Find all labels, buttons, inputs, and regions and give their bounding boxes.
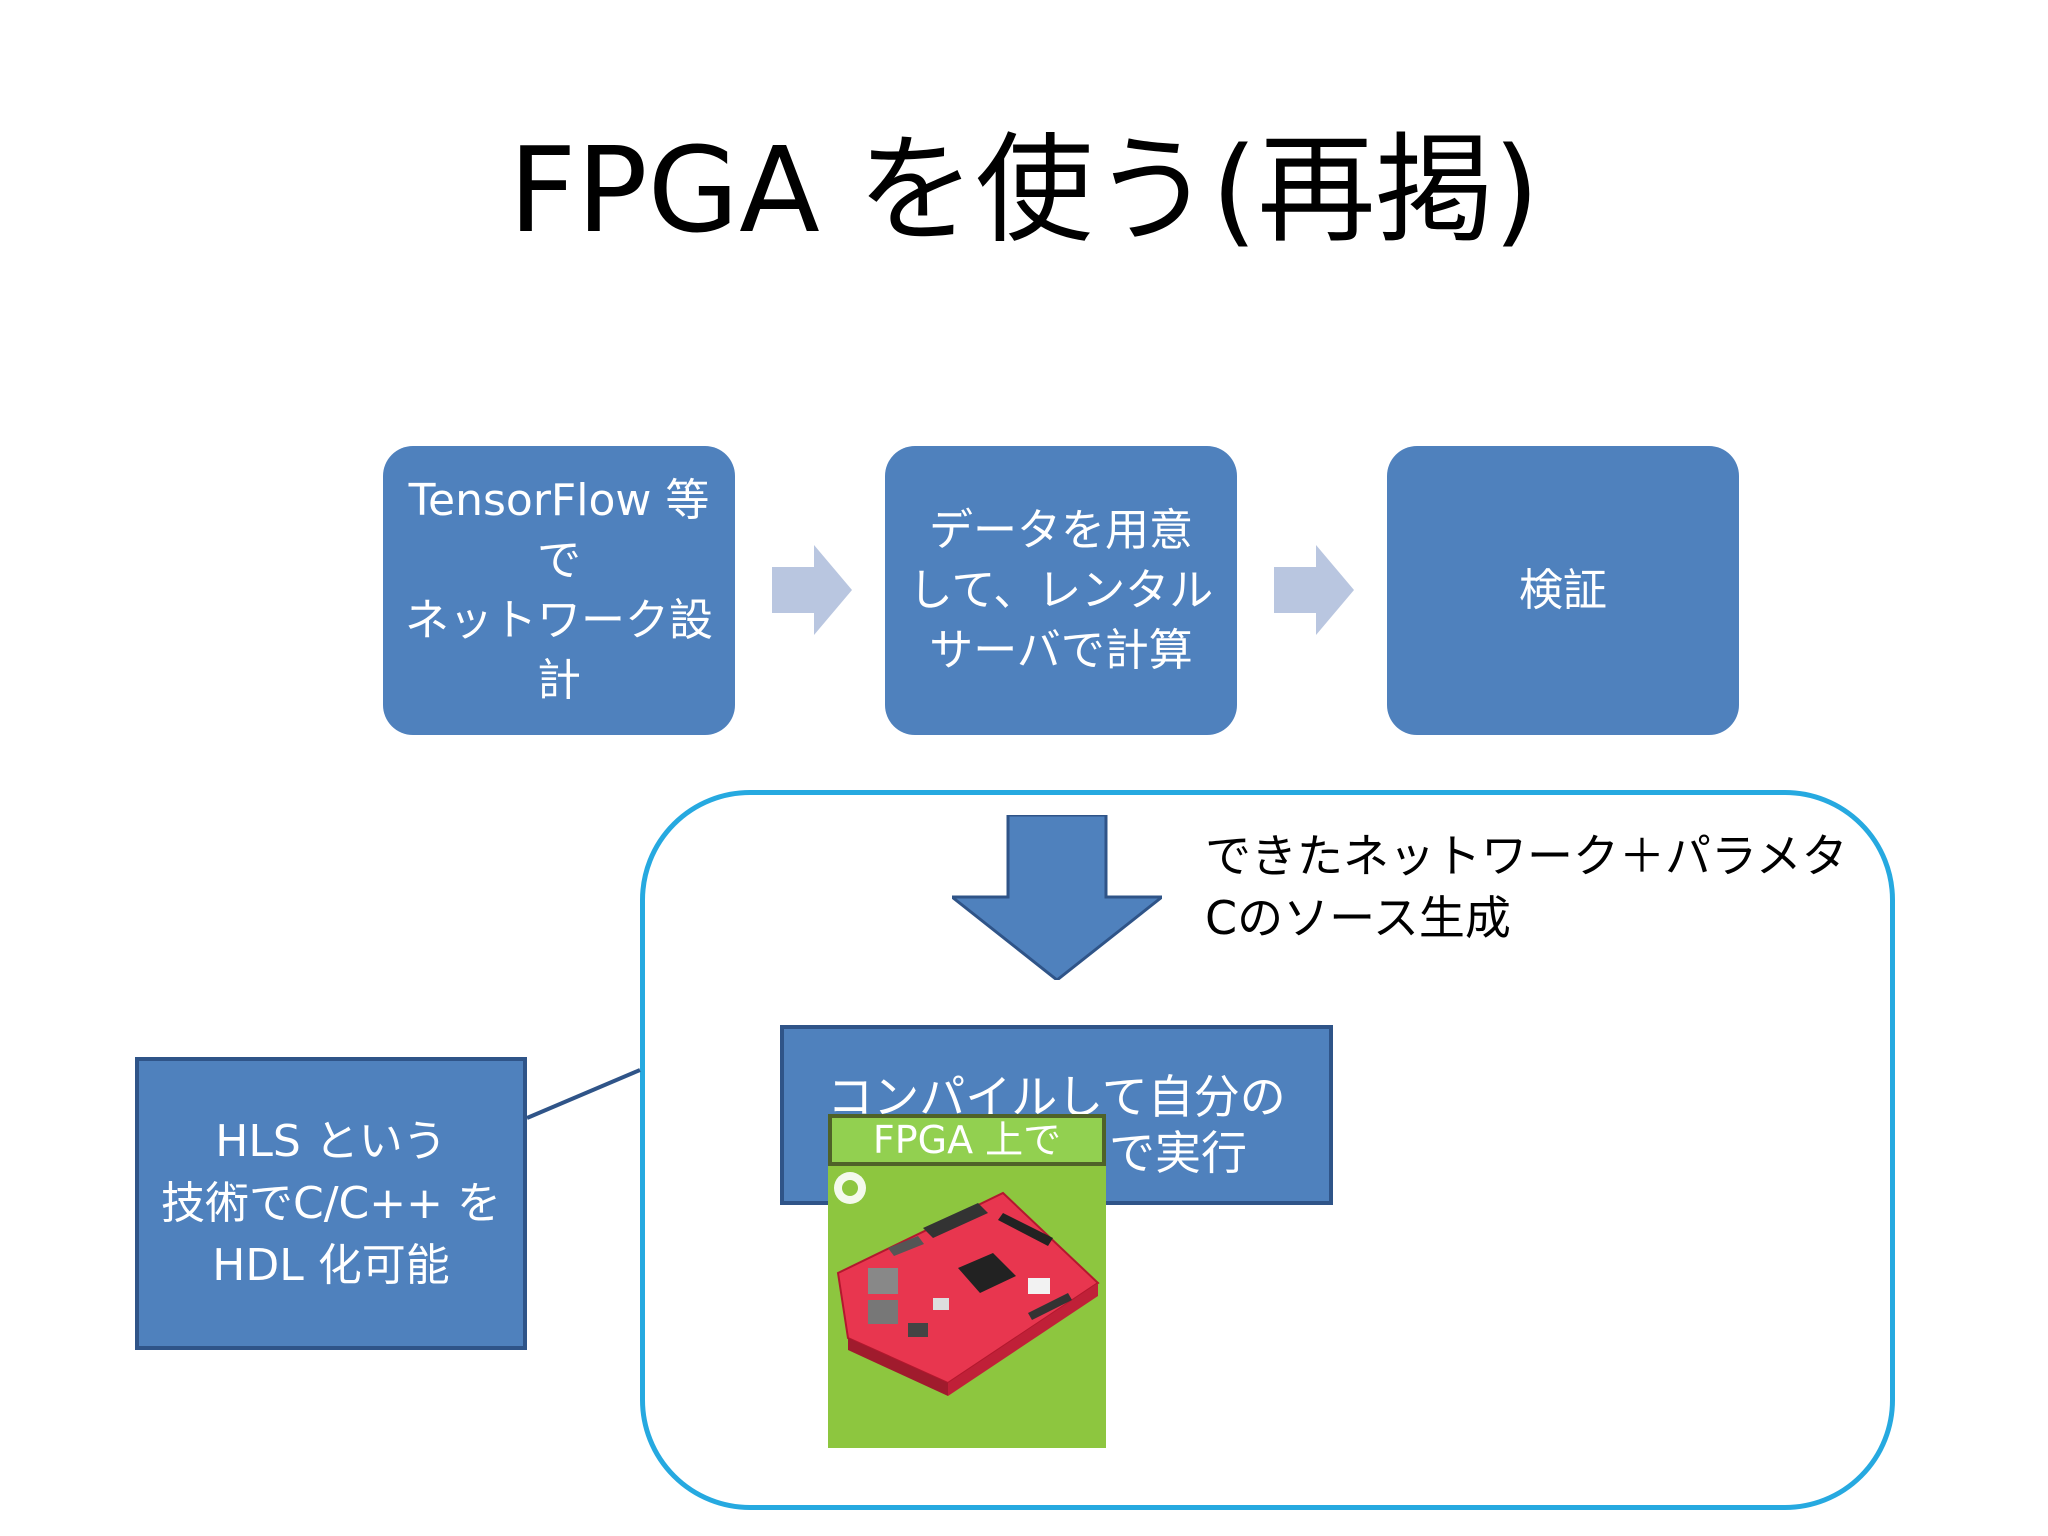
step1-line3: ネットワーク設 bbox=[405, 594, 713, 646]
hls-line1: HLS という bbox=[215, 1115, 447, 1167]
down-arrow-icon bbox=[952, 815, 1162, 980]
step-design-network: TensorFlow 等 で ネットワーク設 計 bbox=[383, 446, 735, 735]
flow-arrow-right-icon bbox=[772, 545, 852, 635]
hls-line3: HDL 化可能 bbox=[212, 1239, 450, 1291]
hls-line2: 技術でC/C++ を bbox=[161, 1177, 501, 1229]
generation-note: できたネットワーク＋パラメタ Cのソース生成 bbox=[1205, 825, 1848, 949]
step2-line1: データを用意 bbox=[928, 504, 1193, 556]
step1-line2: で bbox=[537, 534, 581, 586]
fpga-region-frame bbox=[640, 790, 1895, 1510]
step1-line1: TensorFlow 等 bbox=[408, 474, 710, 526]
hls-box: HLS という 技術でC/C++ を HDL 化可能 bbox=[135, 1057, 527, 1350]
fpga-board-image bbox=[828, 1118, 1106, 1448]
note-line1: できたネットワーク＋パラメタ bbox=[1205, 829, 1848, 883]
step2-line3: サーバで計算 bbox=[929, 624, 1193, 676]
note-line2: Cのソース生成 bbox=[1205, 891, 1511, 945]
step-prepare-data: データを用意 して、レンタル サーバで計算 bbox=[885, 446, 1237, 735]
step2-line2: して、レンタル bbox=[908, 564, 1214, 616]
fpga-label: FPGA 上で bbox=[828, 1114, 1106, 1166]
compile-line2: で実行 bbox=[1109, 1126, 1247, 1180]
slide-title: FPGA を使う(再掲) bbox=[508, 121, 1540, 259]
step3-label: 検証 bbox=[1519, 564, 1607, 616]
step1-line4: 計 bbox=[537, 654, 581, 706]
flow-arrow-right-icon bbox=[1274, 545, 1354, 635]
step-verify: 検証 bbox=[1387, 446, 1739, 735]
